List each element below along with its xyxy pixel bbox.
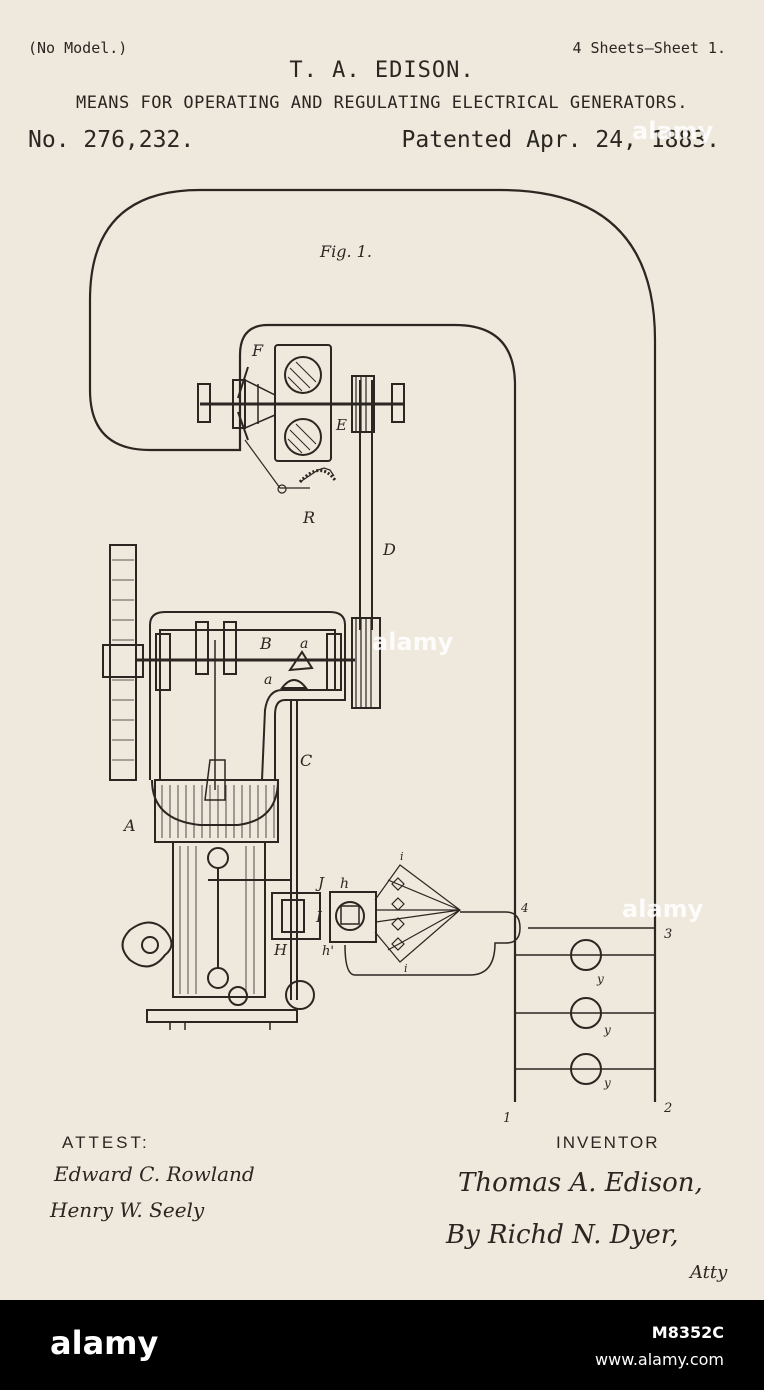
governor-shaft-C (272, 700, 320, 1009)
patent-sheet: (No Model.) 4 Sheets—Sheet 1. T. A. EDIS… (0, 0, 764, 1300)
label-lamp-y-1: y (596, 972, 604, 986)
image-id: M8352C (652, 1323, 724, 1342)
label-R: R (302, 508, 315, 527)
witness-signature-1: Edward C. Rowland (54, 1162, 255, 1186)
label-i-top: i (400, 850, 404, 863)
label-E: E (335, 416, 347, 434)
label-terminal-1: 1 (503, 1111, 511, 1126)
stock-footer: alamy M8352C www.alamy.com (0, 1300, 764, 1390)
label-I: I (315, 908, 323, 926)
attorney-suffix: Atty (690, 1262, 727, 1283)
attorney-signature: By Richd N. Dyer, (446, 1220, 679, 1250)
label-F: F (251, 341, 264, 360)
engine-body-A (123, 780, 298, 1030)
watermark: alamy (632, 117, 713, 145)
regulator-R (245, 440, 335, 493)
label-terminal-4: 4 (520, 901, 529, 915)
engine-frame (136, 612, 380, 800)
lamp-circuit (515, 940, 655, 1084)
label-lamp-y-3: y (603, 1076, 611, 1090)
label-terminal-3: 3 (664, 927, 672, 942)
inventor-label: INVENTOR (556, 1133, 660, 1153)
label-J: J (315, 874, 325, 892)
witness-signature-2: Henry W. Seely (50, 1198, 204, 1222)
alamy-logo: alamy (50, 1324, 158, 1362)
label-a-upper: a (300, 636, 308, 652)
switch-I (330, 865, 655, 975)
label-a-lower: a (264, 672, 272, 688)
watermark: alamy (372, 628, 453, 656)
label-h: h (340, 876, 349, 892)
label-terminal-2: 2 (663, 1101, 672, 1116)
watermark: alamy (622, 895, 703, 923)
inventor-signature: Thomas A. Edison, (458, 1168, 703, 1198)
label-D: D (382, 540, 396, 559)
label-h-prime: h' (322, 944, 334, 959)
label-A: A (122, 816, 136, 835)
label-C: C (300, 751, 312, 770)
attest-label: ATTEST: (62, 1133, 150, 1153)
label-H: H (273, 941, 288, 959)
label-B: B (259, 634, 272, 653)
dynamo (198, 345, 405, 461)
flywheel (103, 545, 143, 780)
label-lamp-y-2: y (603, 1023, 611, 1037)
figure-caption: Fig. 1. (319, 242, 372, 261)
label-i-bottom: i (404, 962, 408, 975)
footer-url: www.alamy.com (595, 1350, 724, 1369)
